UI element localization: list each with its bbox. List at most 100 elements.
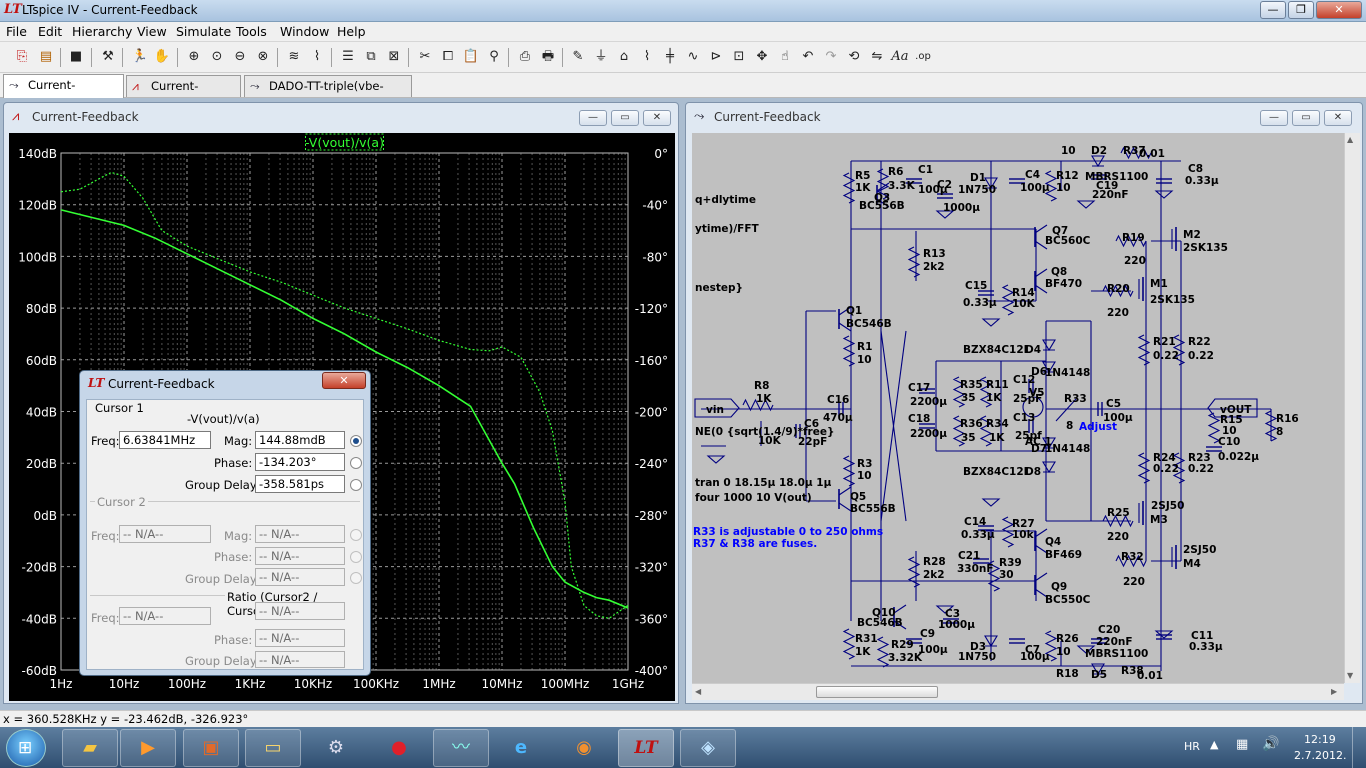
- menu-hierarchy[interactable]: Hierarchy: [72, 24, 133, 39]
- net-label-vin[interactable]: [694, 398, 740, 418]
- ground-icon[interactable]: ⏚: [594, 49, 608, 64]
- trace-label[interactable]: -V(vout)/v(a): [305, 135, 384, 150]
- resistor-symbol[interactable]: [1001, 284, 1015, 316]
- menu-help[interactable]: Help: [337, 24, 366, 39]
- resistor-symbol[interactable]: [907, 556, 921, 588]
- print-preview-icon[interactable]: ⎙: [519, 49, 531, 64]
- close-button[interactable]: ✕: [1316, 1, 1362, 19]
- mag-field[interactable]: 144.88mdB: [255, 431, 345, 449]
- horizontal-scrollbar[interactable]: ◀ ▶: [692, 683, 1344, 700]
- zoom-pan-icon[interactable]: ⊙: [211, 49, 223, 64]
- tab-schematic-current-feedback[interactable]: ⤳Current-Feedback: [3, 74, 124, 112]
- voltage-source-symbol[interactable]: [1022, 396, 1044, 418]
- taskbar-app-icon[interactable]: ◈: [680, 729, 736, 767]
- resistor-symbol[interactable]: [952, 415, 966, 447]
- transistor-symbol[interactable]: [876, 182, 890, 192]
- vertical-scrollbar[interactable]: ▲ ▼: [1344, 133, 1360, 683]
- resistor-symbol[interactable]: [1115, 234, 1147, 248]
- resistor-symbol[interactable]: [1044, 170, 1058, 202]
- diode-icon[interactable]: ⊳: [710, 49, 722, 64]
- group-delay-radio[interactable]: [350, 479, 362, 491]
- clock-time[interactable]: 12:19: [1304, 733, 1336, 746]
- mag-radio[interactable]: [350, 435, 362, 447]
- transistor-symbol[interactable]: [1034, 572, 1048, 582]
- resistor-symbol[interactable]: [842, 628, 856, 660]
- taskbar-window-icon[interactable]: ▭: [245, 729, 301, 767]
- diode-symbol[interactable]: [1042, 461, 1056, 474]
- transistor-symbol[interactable]: [1034, 528, 1048, 538]
- transistor-symbol[interactable]: [1034, 240, 1048, 250]
- taskbar-internet-explorer-icon[interactable]: e: [514, 737, 528, 758]
- halt-icon[interactable]: ✋: [153, 49, 171, 64]
- net-label-vout[interactable]: [1207, 398, 1258, 418]
- find-icon[interactable]: ⚲: [489, 49, 499, 64]
- move-icon[interactable]: ✥: [756, 49, 768, 64]
- label-net-icon[interactable]: ⌂: [619, 49, 629, 64]
- resistor-symbol[interactable]: [907, 246, 921, 278]
- scroll-down-icon[interactable]: ▼: [1347, 671, 1354, 680]
- print-icon[interactable]: 🖶: [541, 49, 555, 64]
- diode-symbol[interactable]: [984, 177, 998, 190]
- menu-view[interactable]: View: [137, 24, 167, 39]
- copy-icon[interactable]: ⧠: [442, 49, 454, 64]
- cascade-icon[interactable]: ⧉: [366, 49, 376, 64]
- resistor-symbol[interactable]: [952, 376, 966, 408]
- schematic-maximize-button[interactable]: ▭: [1292, 110, 1320, 126]
- text-icon[interactable]: Aa: [891, 49, 909, 64]
- resistor-symbol[interactable]: [1001, 516, 1015, 548]
- plot-minimize-button[interactable]: —: [579, 110, 607, 126]
- network-icon[interactable]: ▦: [1236, 737, 1249, 752]
- tab-dado-tt-triple[interactable]: ⤳DADO-TT-triple(vbe-bd139)-e: [244, 75, 412, 113]
- clock-date[interactable]: 2.7.2012.: [1294, 749, 1347, 762]
- phase-radio[interactable]: [350, 457, 362, 469]
- scroll-left-icon[interactable]: ◀: [695, 687, 702, 696]
- transistor-symbol[interactable]: [1034, 588, 1048, 598]
- undo-icon[interactable]: ↶: [802, 49, 814, 64]
- diode-symbol[interactable]: [1091, 663, 1105, 676]
- show-desktop-button[interactable]: [1352, 727, 1366, 768]
- draw-wire-icon[interactable]: ✎: [572, 49, 584, 64]
- plot-close-button[interactable]: ✕: [643, 110, 671, 126]
- transistor-symbol[interactable]: [1034, 268, 1048, 278]
- restore-button[interactable]: ❐: [1288, 1, 1314, 19]
- resistor-icon[interactable]: ⌇: [643, 49, 651, 64]
- transistor-symbol[interactable]: [1034, 544, 1048, 554]
- save-icon[interactable]: ■: [69, 49, 83, 64]
- taskbar-scope-icon[interactable]: 〰: [433, 729, 489, 767]
- phase-trace[interactable]: [60, 171, 629, 619]
- taskbar-office-icon[interactable]: ▣: [183, 729, 239, 767]
- schematic-minimize-button[interactable]: —: [1260, 110, 1288, 126]
- schematic-close-button[interactable]: ✕: [1324, 110, 1352, 126]
- tab-plot-current-feedback[interactable]: ⩘Current-Feedback: [126, 75, 241, 113]
- scroll-thumb[interactable]: [816, 686, 938, 698]
- transistor-symbol[interactable]: [893, 620, 907, 630]
- menu-window[interactable]: Window: [280, 24, 330, 39]
- plot-maximize-button[interactable]: ▭: [611, 110, 639, 126]
- capacitor-icon[interactable]: ╪: [666, 49, 674, 64]
- paste-icon[interactable]: 📋: [462, 49, 480, 64]
- close-windows-icon[interactable]: ⊠: [388, 49, 400, 64]
- resistor-symbol[interactable]: [979, 415, 993, 447]
- resistor-symbol[interactable]: [842, 335, 856, 367]
- transistor-symbol[interactable]: [893, 604, 907, 614]
- inductor-icon[interactable]: ∿: [687, 49, 699, 64]
- resistor-symbol[interactable]: [876, 636, 890, 668]
- resistor-symbol[interactable]: [842, 172, 856, 204]
- spice-directive-icon[interactable]: .op: [915, 51, 931, 62]
- menu-edit[interactable]: Edit: [38, 24, 63, 39]
- scroll-up-icon[interactable]: ▲: [1347, 135, 1354, 144]
- mirror-icon[interactable]: ⇋: [871, 49, 883, 64]
- resistor-symbol[interactable]: [1115, 554, 1147, 568]
- resistor-symbol[interactable]: [1172, 334, 1186, 366]
- taskbar-media-player-icon[interactable]: ▶: [120, 729, 176, 767]
- transistor-symbol[interactable]: [838, 486, 852, 496]
- diode-symbol[interactable]: [1042, 437, 1056, 450]
- magnitude-trace[interactable]: [60, 209, 629, 609]
- transistor-symbol[interactable]: [876, 198, 890, 208]
- resistor-symbol[interactable]: [1102, 284, 1134, 298]
- language-indicator[interactable]: HR: [1184, 740, 1200, 753]
- resistor-symbol[interactable]: [1137, 452, 1151, 484]
- zoom-in-icon[interactable]: ⊕: [188, 49, 200, 64]
- zoom-out-icon[interactable]: ⊖: [234, 49, 246, 64]
